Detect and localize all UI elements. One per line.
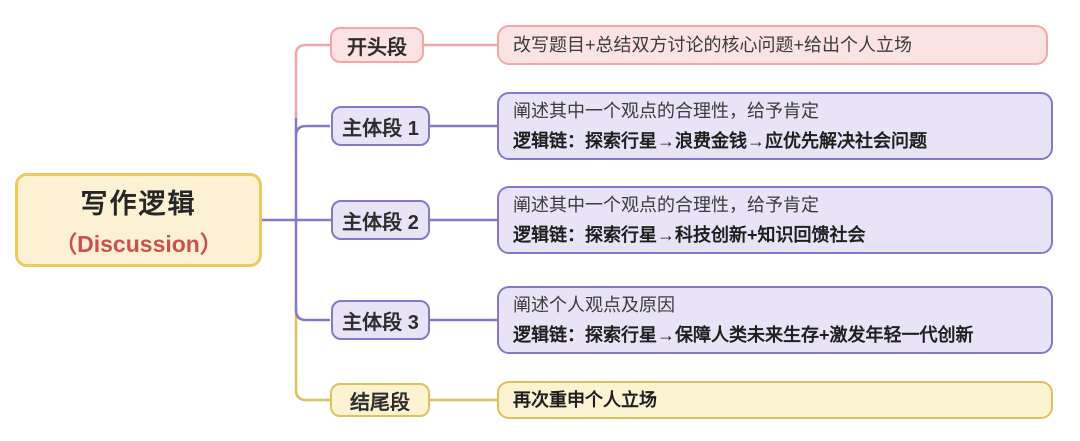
detail-box-ending: 再次重申个人立场 bbox=[497, 381, 1053, 419]
detail-box-opening: 改写题目+总结双方讨论的核心问题+给出个人立场 bbox=[497, 25, 1048, 65]
branch-label-body3: 主体段 3 bbox=[342, 311, 419, 334]
detail-note-opening: 改写题目+总结双方讨论的核心问题+给出个人立场 bbox=[513, 35, 913, 55]
branch-node-body2: 主体段 2 bbox=[331, 200, 430, 240]
detail-note-body3: 阐述个人观点及原因 bbox=[513, 295, 675, 315]
detail-box-body2: 阐述其中一个观点的合理性，给予肯定 逻辑链：探索行星→科技创新+知识回馈社会 bbox=[497, 186, 1053, 254]
detail-chain-body1: 逻辑链：探索行星→浪费金钱→应优先解决社会问题 bbox=[513, 131, 927, 151]
detail-note-body1: 阐述其中一个观点的合理性，给予肯定 bbox=[513, 101, 819, 121]
branch-node-opening: 开头段 bbox=[330, 27, 424, 63]
branch-label-ending: 结尾段 bbox=[350, 391, 410, 414]
branch-label-opening: 开头段 bbox=[347, 36, 407, 59]
detail-chain-body3: 逻辑链：探索行星→保障人类未来生存+激发年轻一代创新 bbox=[513, 325, 974, 345]
root-node: 写作逻辑 （Discussion） bbox=[15, 173, 262, 267]
connector-branch-ending bbox=[294, 314, 330, 402]
branch-label-body1: 主体段 1 bbox=[342, 117, 419, 140]
connector-branch-body1 bbox=[294, 124, 330, 137]
detail-chain-body2: 逻辑链：探索行星→科技创新+知识回馈社会 bbox=[513, 225, 866, 245]
detail-note-body2: 阐述其中一个观点的合理性，给予肯定 bbox=[513, 195, 819, 215]
root-subtitle: （Discussion） bbox=[54, 230, 223, 257]
root-title: 写作逻辑 bbox=[80, 188, 197, 219]
connector-branch-opening bbox=[294, 43, 330, 118]
branch-node-ending: 结尾段 bbox=[330, 383, 430, 417]
detail-note-ending: 再次重申个人立场 bbox=[513, 390, 657, 410]
branch-node-body3: 主体段 3 bbox=[331, 300, 430, 340]
detail-box-body3: 阐述个人观点及原因 逻辑链：探索行星→保障人类未来生存+激发年轻一代创新 bbox=[497, 286, 1053, 354]
detail-box-body1: 阐述其中一个观点的合理性，给予肯定 逻辑链：探索行星→浪费金钱→应优先解决社会问… bbox=[497, 92, 1053, 160]
connector-branch-body3 bbox=[294, 309, 330, 322]
branch-node-body1: 主体段 1 bbox=[331, 106, 430, 146]
branch-label-body2: 主体段 2 bbox=[342, 211, 419, 234]
